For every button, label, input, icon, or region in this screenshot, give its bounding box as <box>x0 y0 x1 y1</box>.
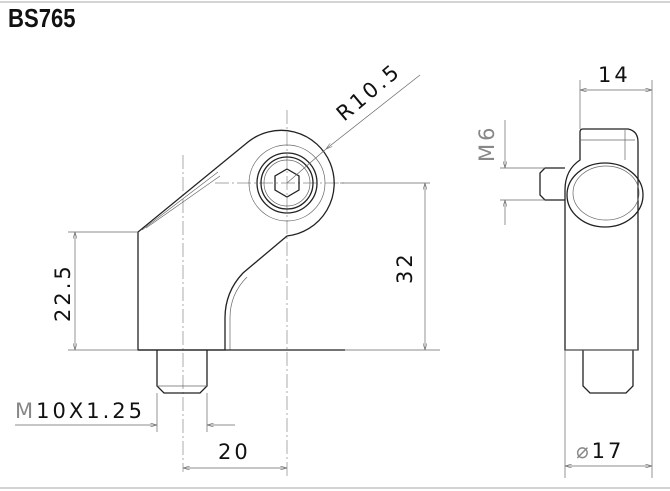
thread-prefix: M <box>15 399 36 423</box>
side-view <box>500 80 653 478</box>
dimension-height-body: 22.5 <box>51 263 75 322</box>
thread-size: 10X1.25 <box>36 399 145 423</box>
dimension-pin-thread: M6 <box>475 125 499 162</box>
diameter-symbol: ⌀ <box>576 439 592 463</box>
dimension-width: 14 <box>598 63 631 87</box>
diameter-value: 17 <box>592 439 625 463</box>
hex-socket-icon <box>274 168 300 198</box>
dimension-thread: M10X1.25 <box>15 399 145 423</box>
part-number-title: BS765 <box>8 3 76 33</box>
front-view <box>15 74 440 478</box>
dimension-diameter: ⌀17 <box>576 439 624 463</box>
dimension-height-total: 32 <box>393 251 417 284</box>
dimension-offset: 20 <box>218 440 251 464</box>
